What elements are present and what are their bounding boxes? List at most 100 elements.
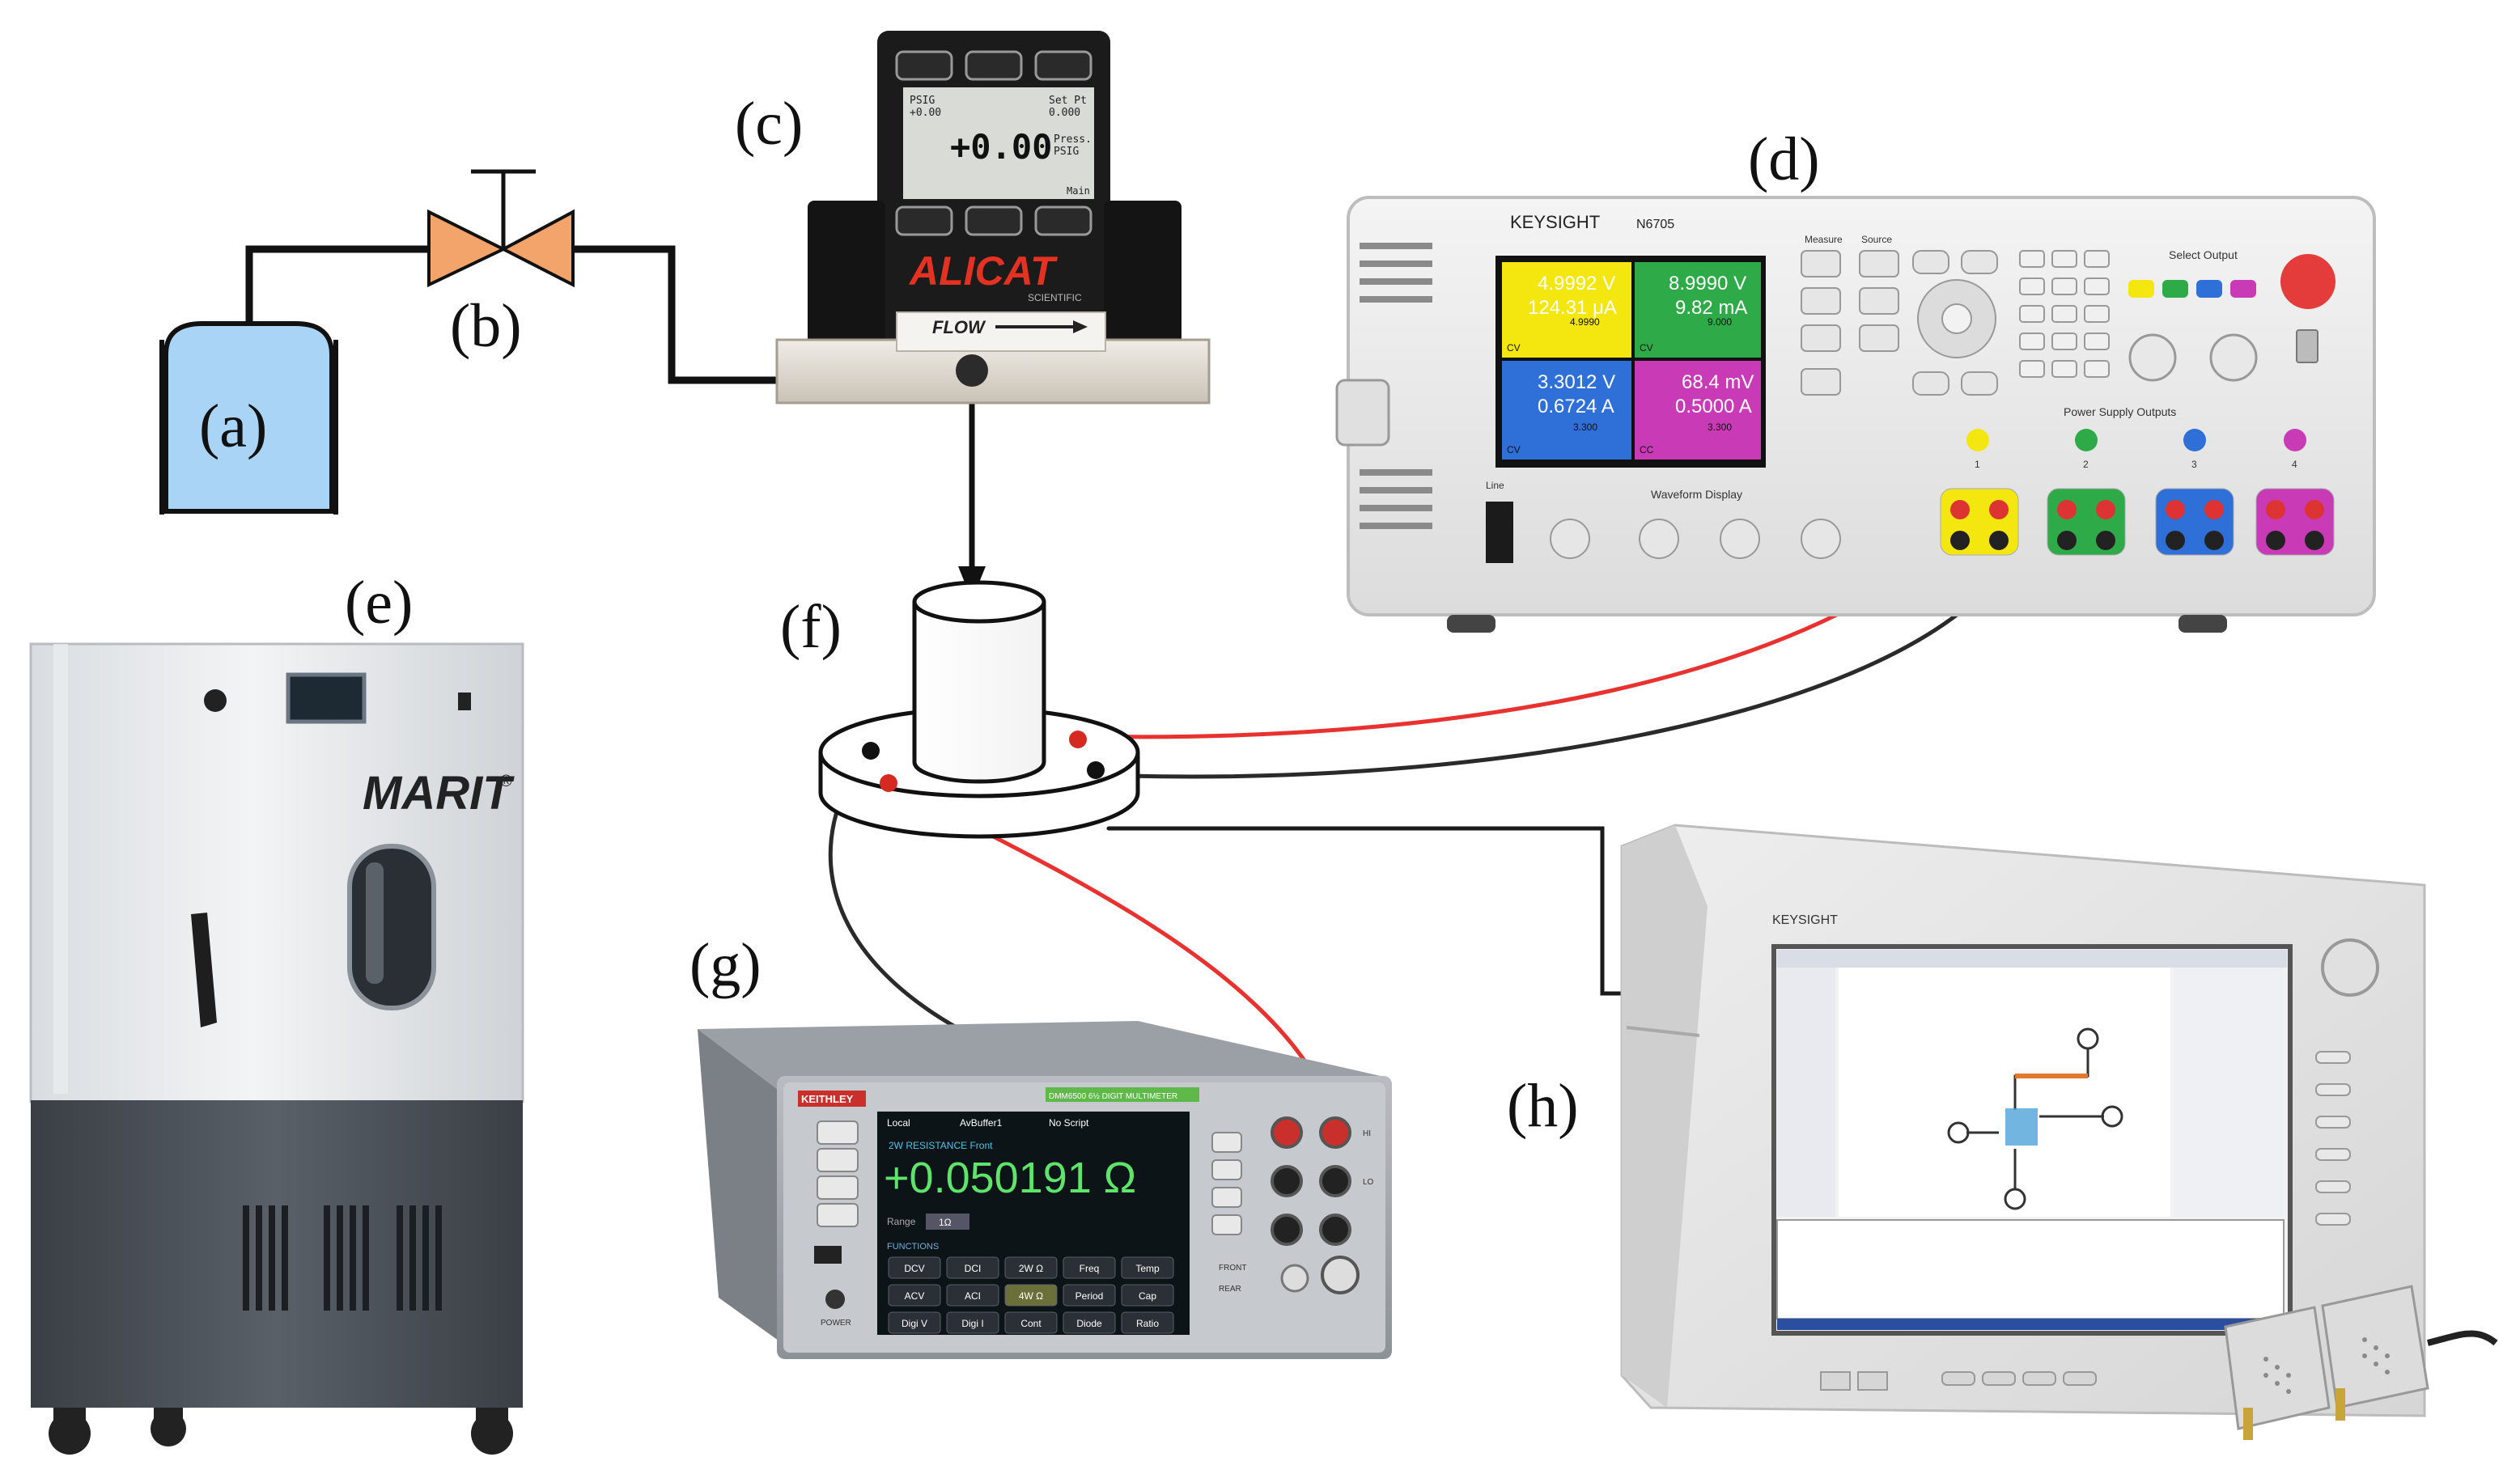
dmm-key-label: Diode xyxy=(1076,1318,1102,1329)
ps-ch2-panel xyxy=(1635,262,1761,358)
chamber-casters xyxy=(49,1408,513,1455)
dmm-key-label: 4W Ω xyxy=(1019,1290,1043,1302)
ps-select-ch4-button[interactable] xyxy=(2230,280,2256,298)
ps-voltage-knob[interactable] xyxy=(2128,333,2177,382)
dmm-input-hi-terminal[interactable] xyxy=(1319,1116,1351,1149)
fc-top-left: PSIG+0.00 xyxy=(910,95,941,119)
electrode-black-right xyxy=(1087,761,1105,779)
dmm-key-dci[interactable] xyxy=(946,1256,999,1279)
ps-keypad xyxy=(2019,250,2110,378)
fc-flow-label: FLOW xyxy=(932,317,986,337)
dmm-app-button[interactable] xyxy=(817,1175,859,1200)
dmm-functions-label: FUNCTIONS xyxy=(887,1242,939,1252)
ps-output-sequence-button[interactable] xyxy=(1859,324,1899,352)
dmm-key-cont[interactable] xyxy=(1004,1311,1058,1334)
ps-model: N6705 xyxy=(1636,218,1674,231)
dmm-key-freq[interactable] xyxy=(1063,1256,1116,1279)
chamber-power-switch[interactable] xyxy=(458,693,471,710)
ps-ch1-minus-terminal[interactable] xyxy=(1950,531,1970,550)
ps-select-ch2-button[interactable] xyxy=(2162,280,2188,298)
fc-button-5[interactable] xyxy=(965,205,1023,236)
dmm-key-2w-[interactable] xyxy=(1004,1256,1058,1279)
chamber-door-handle[interactable] xyxy=(191,913,217,1027)
ps-handle[interactable] xyxy=(1335,379,1390,447)
dmm-case-top xyxy=(698,1021,1381,1089)
fc-button-6[interactable] xyxy=(1034,205,1092,236)
dmm-menu-button[interactable] xyxy=(817,1148,859,1172)
ps-properties-button[interactable] xyxy=(1912,371,1949,396)
dmm-key-acv[interactable] xyxy=(888,1284,941,1307)
ps-run-stop-button[interactable] xyxy=(1801,368,1841,396)
dmm-key-temp[interactable] xyxy=(1121,1256,1174,1279)
ps-horizontal-knob[interactable] xyxy=(1720,519,1760,559)
ps-vertical-offset-knob[interactable] xyxy=(1639,519,1679,559)
analyzer-rotary-knob[interactable] xyxy=(2321,938,2379,997)
ps-help-button[interactable] xyxy=(1961,371,1998,396)
ps-select-ch1-button[interactable] xyxy=(2128,280,2154,298)
dmm-home-button[interactable] xyxy=(817,1120,859,1145)
dmm-key-label: Cap xyxy=(1139,1290,1156,1302)
dmm-help-button[interactable] xyxy=(817,1203,859,1227)
ps-current-knob[interactable] xyxy=(2209,333,2258,382)
dmm-input-lo-terminal[interactable] xyxy=(1319,1165,1351,1197)
ps-on-ch2-button[interactable] xyxy=(2075,429,2098,451)
dmm-brand-badge xyxy=(798,1091,866,1107)
dmm-key-aci[interactable] xyxy=(946,1284,999,1307)
ps-horizontal-offset-knob[interactable] xyxy=(1801,519,1841,559)
dmm-key-4w-[interactable] xyxy=(1004,1284,1058,1307)
ps-vertical-knob[interactable] xyxy=(1550,519,1590,559)
dmm-key-diode[interactable] xyxy=(1063,1311,1116,1334)
fc-button-2[interactable] xyxy=(965,50,1023,81)
chamber-brand-reg: ® xyxy=(500,773,512,790)
dmm-range-value: 1Ω xyxy=(939,1217,952,1228)
dmm-sense-hi-terminal[interactable] xyxy=(1271,1116,1303,1149)
chamber-touchscreen[interactable] xyxy=(286,672,367,724)
fc-brand: ALICAT xyxy=(908,248,1058,294)
chamber-indicator-light xyxy=(204,689,227,712)
fc-button-1[interactable] xyxy=(895,50,953,81)
dmm-sense-lo-terminal[interactable] xyxy=(1271,1165,1303,1197)
fc-button-4[interactable] xyxy=(895,205,953,236)
ps-data-logger-button[interactable] xyxy=(1801,324,1841,352)
dmm-key-dcv[interactable] xyxy=(888,1256,941,1279)
dmm-front-rear-switch[interactable] xyxy=(1280,1264,1309,1293)
ps-emergency-stop-button[interactable] xyxy=(2280,254,2335,309)
dmm-key-period[interactable] xyxy=(1063,1284,1116,1307)
ps-ch2-mode: CV xyxy=(1640,342,1653,354)
dmm-key-digi-v[interactable] xyxy=(888,1311,941,1334)
dmm-key-cap[interactable] xyxy=(1121,1284,1174,1307)
ps-on-ch4-button[interactable] xyxy=(2284,429,2306,451)
dmm-key-ratio[interactable] xyxy=(1121,1311,1174,1334)
dmm-usb-port-icon[interactable] xyxy=(814,1246,842,1264)
ps-line-switch[interactable] xyxy=(1486,502,1513,563)
dmm-current-terminal[interactable] xyxy=(1321,1256,1360,1294)
dmm-key-label: ACI xyxy=(965,1290,981,1302)
ps-waveform-title: Waveform Display xyxy=(1651,488,1742,501)
ps-ch2-set: 9.000 xyxy=(1708,316,1732,328)
label-c: (c) xyxy=(735,90,803,158)
ps-arb-button[interactable] xyxy=(1859,287,1899,315)
ps-scope-view-button[interactable] xyxy=(1801,287,1841,315)
ps-settings-button[interactable] xyxy=(1859,250,1899,277)
ps-menu-button[interactable] xyxy=(1912,250,1949,274)
dmm-key-digi-i[interactable] xyxy=(946,1311,999,1334)
ps-select-button[interactable] xyxy=(1941,303,1972,334)
ps-ch1-voltage: 4.9992 V xyxy=(1538,273,1615,294)
ps-on-ch1-button[interactable] xyxy=(1966,429,1989,451)
ps-ch1-panel xyxy=(1502,262,1631,358)
ps-select-ch3-button[interactable] xyxy=(2196,280,2222,298)
dmm-power-button[interactable] xyxy=(825,1290,845,1309)
ps-on-ch3-button[interactable] xyxy=(2183,429,2206,451)
dmm-status-right: No Script xyxy=(1049,1117,1089,1129)
ps-meter-view-button[interactable] xyxy=(1801,250,1841,277)
dmm-lo-label: LO xyxy=(1363,1178,1374,1187)
ps-usb-port-icon[interactable] xyxy=(2296,329,2318,363)
dmm-key-label: Freq xyxy=(1080,1263,1100,1274)
dmm-range-button[interactable] xyxy=(926,1214,969,1230)
ps-ch2-current: 9.82 mA xyxy=(1675,297,1747,319)
fc-button-3[interactable] xyxy=(1034,50,1092,81)
ps-ch1-plus-terminal[interactable] xyxy=(1950,500,1970,519)
ps-back-button[interactable] xyxy=(1961,250,1998,274)
ps-measure-label: Measure xyxy=(1805,234,1843,245)
